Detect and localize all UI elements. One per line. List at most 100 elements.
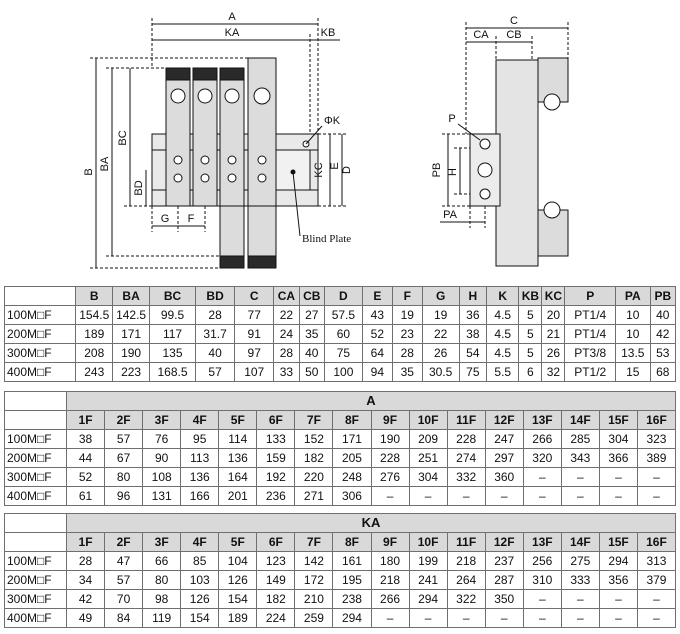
value-cell: 10 bbox=[615, 324, 651, 344]
value-cell: 13.5 bbox=[615, 343, 651, 363]
a-dimension-table: A 1F 2F 3F 4F 5F 6F 7F 8F 9F 10F 11F 12F… bbox=[4, 391, 677, 506]
value-cell: PT1/4 bbox=[564, 305, 617, 325]
value-cell: – bbox=[560, 467, 600, 487]
value-cell: 66 bbox=[142, 551, 182, 571]
value-cell: 15 bbox=[615, 362, 651, 382]
corner-cell bbox=[4, 391, 67, 411]
value-cell: 164 bbox=[218, 467, 258, 487]
value-cell: 38 bbox=[458, 324, 488, 344]
dim-label-kb: KB bbox=[321, 27, 336, 39]
value-cell: PT3/8 bbox=[564, 343, 617, 363]
value-cell: 236 bbox=[256, 486, 296, 506]
value-cell: 171 bbox=[332, 429, 372, 449]
column-header: 4F bbox=[180, 410, 220, 430]
column-header: 1F bbox=[65, 532, 106, 552]
model-cell: 200M□F bbox=[3, 324, 77, 344]
column-header: 10F bbox=[408, 532, 448, 552]
value-cell: 40 bbox=[195, 343, 236, 363]
value-cell: 23 bbox=[391, 324, 423, 344]
value-cell: 241 bbox=[408, 570, 448, 590]
value-cell: – bbox=[522, 486, 562, 506]
value-cell: 50 bbox=[298, 362, 325, 382]
dim-label-bd: BD bbox=[133, 180, 145, 195]
column-header: 12F bbox=[484, 532, 524, 552]
dim-label-ba: BA bbox=[99, 156, 111, 171]
value-cell: – bbox=[370, 486, 410, 506]
value-cell: 166 bbox=[180, 486, 220, 506]
value-cell: 161 bbox=[332, 551, 372, 571]
value-cell: 57 bbox=[195, 362, 236, 382]
dim-label-b: B bbox=[83, 168, 95, 175]
dim-label-g: G bbox=[161, 213, 170, 225]
value-cell: 28 bbox=[195, 305, 236, 325]
model-cell: 400M□F bbox=[4, 608, 67, 628]
value-cell: 189 bbox=[75, 324, 114, 344]
value-cell: 5 bbox=[518, 324, 543, 344]
value-cell: 210 bbox=[294, 589, 334, 609]
column-header: 7F bbox=[294, 532, 334, 552]
column-header: D bbox=[323, 286, 363, 306]
dim-label-a: A bbox=[228, 11, 236, 23]
value-cell: 28 bbox=[65, 551, 106, 571]
value-cell: 94 bbox=[361, 362, 393, 382]
column-header: CB bbox=[298, 286, 325, 306]
value-cell: 190 bbox=[112, 343, 150, 363]
value-cell: 28 bbox=[391, 343, 423, 363]
column-header: 13F bbox=[522, 410, 562, 430]
table-header-row: B BA BC BD C CA CB D E F G H K KB KC P P… bbox=[3, 286, 677, 306]
value-cell: 131 bbox=[142, 486, 182, 506]
value-cell: 154 bbox=[180, 608, 220, 628]
corner-cell bbox=[3, 286, 77, 306]
value-cell: 42 bbox=[65, 589, 106, 609]
value-cell: 21 bbox=[541, 324, 566, 344]
value-cell: 53 bbox=[649, 343, 677, 363]
value-cell: 294 bbox=[332, 608, 372, 628]
value-cell: 27 bbox=[298, 305, 325, 325]
value-cell: 40 bbox=[298, 343, 325, 363]
value-cell: 237 bbox=[484, 551, 524, 571]
value-cell: – bbox=[446, 608, 486, 628]
model-cell: 100M□F bbox=[4, 429, 67, 449]
value-cell: – bbox=[370, 608, 410, 628]
value-cell: – bbox=[484, 608, 524, 628]
value-cell: 154.5 bbox=[75, 305, 114, 325]
value-cell: 34 bbox=[65, 570, 106, 590]
column-header: PA bbox=[615, 286, 651, 306]
dim-label-pa: PA bbox=[443, 209, 458, 221]
corner-cell bbox=[4, 532, 67, 552]
value-cell: 99.5 bbox=[148, 305, 197, 325]
value-cell: 228 bbox=[370, 448, 410, 468]
value-cell: 5.5 bbox=[486, 362, 520, 382]
value-cell: 243 bbox=[75, 362, 114, 382]
value-cell: 67 bbox=[104, 448, 144, 468]
value-cell: 172 bbox=[294, 570, 334, 590]
value-cell: 192 bbox=[256, 467, 296, 487]
value-cell: 75 bbox=[323, 343, 363, 363]
column-header: CA bbox=[273, 286, 300, 306]
value-cell: 304 bbox=[598, 429, 638, 449]
model-cell: 400M□F bbox=[4, 486, 67, 506]
value-cell: 70 bbox=[104, 589, 144, 609]
value-cell: 35 bbox=[391, 362, 423, 382]
value-cell: 276 bbox=[370, 467, 410, 487]
value-cell: 223 bbox=[112, 362, 150, 382]
value-cell: 68 bbox=[649, 362, 677, 382]
value-cell: 294 bbox=[408, 589, 448, 609]
value-cell: 379 bbox=[636, 570, 677, 590]
column-header: 3F bbox=[142, 532, 182, 552]
dim-label-p: P bbox=[448, 113, 455, 125]
value-cell: 76 bbox=[142, 429, 182, 449]
value-cell: 209 bbox=[408, 429, 448, 449]
value-cell: 322 bbox=[446, 589, 486, 609]
value-cell: 77 bbox=[234, 305, 275, 325]
column-header: 16F bbox=[636, 410, 677, 430]
dim-label-bc: BC bbox=[117, 130, 129, 145]
value-cell: 275 bbox=[560, 551, 600, 571]
value-cell: 64 bbox=[361, 343, 393, 363]
value-cell: – bbox=[636, 608, 677, 628]
column-header: 5F bbox=[218, 532, 258, 552]
